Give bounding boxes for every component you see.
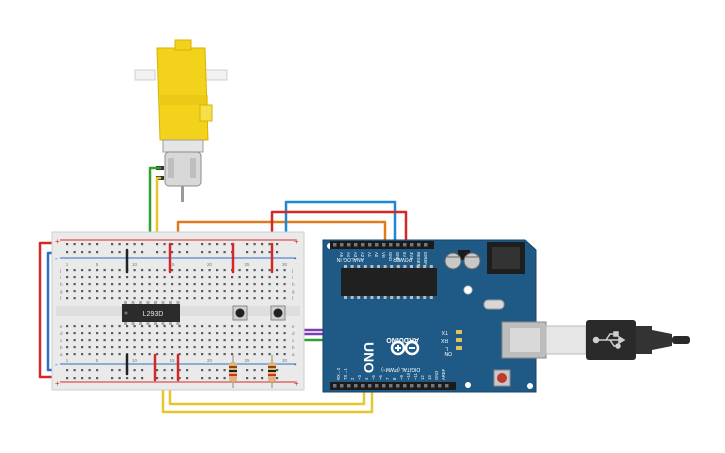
row-letter: d — [60, 331, 63, 336]
power-pin-label: A2 — [360, 252, 365, 258]
breadboard-jumpers — [125, 242, 274, 382]
push-button-2[interactable] — [270, 305, 286, 321]
row-letter: j — [291, 268, 293, 273]
column-number: 10 — [132, 358, 138, 363]
row-letter: c — [292, 338, 295, 343]
power-pin-label: RESET — [416, 252, 421, 266]
chip-label: L293D — [143, 311, 164, 318]
digital-pin-label: ~10 — [406, 372, 411, 380]
row-letter: a — [60, 352, 63, 357]
digital-pin-label: ~3 — [357, 375, 362, 380]
resistor-1[interactable] — [229, 355, 237, 388]
uno-label: UNO — [361, 342, 377, 373]
digital-pin-label: ~11 — [413, 373, 418, 380]
row-letter: d — [292, 331, 295, 336]
usb-icon — [592, 331, 626, 349]
wire-blue-top[interactable] — [284, 200, 397, 252]
power-pin-label: GND — [388, 252, 393, 261]
row-letter: h — [60, 282, 63, 287]
analog-header-label: ANALOG IN — [336, 256, 364, 262]
column-number: 20 — [207, 262, 213, 267]
column-number: 5 — [96, 262, 99, 267]
l293d-chip[interactable]: L293D — [122, 301, 180, 325]
row-letter: f — [292, 296, 294, 301]
digital-pin-label: TX→1 — [343, 367, 348, 380]
row-letter: e — [60, 324, 63, 329]
power-header-label: POWER — [393, 256, 412, 262]
power-pin-label: GND — [395, 252, 400, 261]
digital-header-label: DIGITAL (PWM~) — [381, 366, 420, 372]
rail-minus-br: - — [294, 360, 297, 369]
power-pin-label: A1 — [367, 252, 372, 258]
rail-minus-tr: - — [294, 254, 297, 263]
row-letter: i — [60, 275, 61, 280]
column-number: 20 — [207, 358, 213, 363]
rail-plus-bl: + — [55, 379, 60, 388]
column-number: 25 — [244, 262, 250, 267]
row-letter: a — [292, 352, 295, 357]
column-number: 30 — [282, 262, 288, 267]
digital-pin-label: 7 — [385, 377, 390, 380]
digital-pin-label: RX←0 — [336, 367, 341, 380]
column-number: 1 — [66, 262, 69, 267]
power-pin-label: A3 — [353, 252, 358, 258]
reset-button[interactable] — [493, 369, 511, 387]
on-label: ON — [444, 350, 452, 356]
wire-red-top[interactable] — [270, 210, 408, 247]
dc-motor[interactable] — [134, 39, 228, 202]
usb-cable[interactable] — [545, 320, 690, 360]
row-letter: h — [292, 282, 295, 287]
column-number: 15 — [169, 262, 175, 267]
power-pin-label: A0 — [374, 252, 379, 258]
led-rx-label: RX — [440, 337, 448, 343]
rail-plus-tr: + — [294, 237, 299, 246]
rail-minus-tl: - — [55, 254, 58, 263]
usb-b-port[interactable] — [501, 321, 547, 359]
rail-plus-tl: + — [55, 237, 60, 246]
rail-minus-bl: - — [55, 360, 58, 369]
power-pin-label: IOREF — [423, 252, 428, 265]
digital-pin-label: 2 — [350, 377, 355, 380]
column-number: 15 — [169, 358, 175, 363]
column-number: 10 — [132, 262, 138, 267]
digital-pin-label: GND — [434, 371, 439, 380]
row-letter: f — [60, 296, 62, 301]
column-number: 25 — [244, 358, 250, 363]
led-tx-label: TX — [441, 329, 448, 335]
push-button-1[interactable] — [232, 305, 248, 321]
column-number: 1 — [66, 358, 69, 363]
power-pin-label: 5V — [402, 252, 407, 257]
digital-pin-label: ~9 — [399, 375, 404, 380]
power-pin-label: 3V3 — [409, 252, 414, 260]
arduino-brand-label: ARDUINO — [386, 336, 419, 343]
row-letter: j — [59, 268, 61, 273]
digital-pin-label: AREF — [441, 368, 446, 380]
column-number: 5 — [96, 358, 99, 363]
digital-pin-label: 8 — [392, 377, 397, 380]
power-pin-label: Vin — [381, 252, 386, 259]
digital-pin-label: 4 — [364, 377, 369, 380]
power-pin-label: A4 — [346, 252, 351, 258]
digital-pin-label: ~6 — [378, 375, 383, 380]
digital-pin-label: 12 — [420, 375, 425, 380]
rail-plus-br: + — [294, 379, 299, 388]
row-letter: e — [292, 324, 295, 329]
digital-pin-label: ~5 — [371, 375, 376, 380]
row-letter: b — [292, 345, 295, 350]
row-letter: c — [60, 338, 63, 343]
power-pin-label: A5 — [339, 252, 344, 258]
row-letter: g — [60, 289, 63, 294]
breadboard-holes — [66, 243, 286, 380]
resistor-2[interactable] — [268, 355, 276, 388]
digital-pin-label: 13 — [427, 375, 432, 380]
row-letter: b — [60, 345, 63, 350]
row-letter: i — [292, 275, 293, 280]
column-number: 30 — [282, 358, 288, 363]
row-letter: g — [292, 289, 295, 294]
arduino-logo-icon — [390, 340, 420, 356]
led-l-label: L — [445, 345, 448, 351]
